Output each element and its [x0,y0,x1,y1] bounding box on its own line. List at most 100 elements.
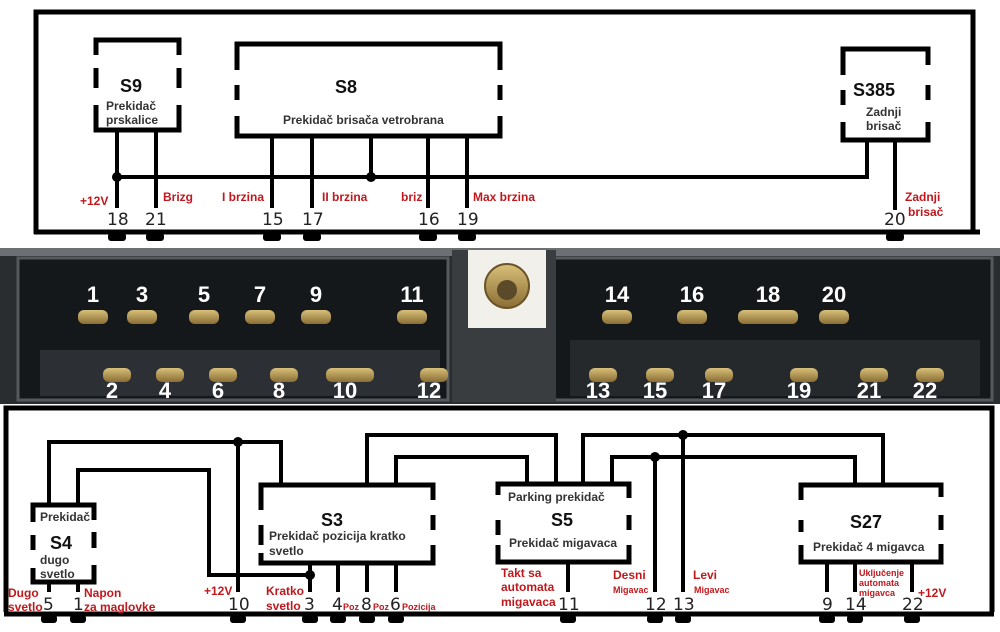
pin-number: 14 [845,595,867,615]
bottom-panel: Prekidač S4 dugo svetlo S3 Prekidač pozi… [3,405,995,623]
pin-number: 13 [673,595,695,615]
component-desc-line: prskalice [106,113,158,127]
terminal-icon [819,615,835,623]
component-desc-top: Prekidač [40,510,90,524]
connector-pin [326,368,374,382]
signal-label: Uključenje [859,568,904,578]
pin-number: 6 [390,595,401,615]
component-s5: Parking prekidač S5 Prekidač migavaca [495,481,632,565]
connector-pin [602,310,632,324]
connector-pin [738,310,798,324]
terminal-icon [302,615,318,623]
signal-label: Kratko [266,584,304,598]
connector-pin [790,368,818,382]
connector-pin [209,368,237,382]
signal-label: brisač [908,205,944,219]
connector-pin-label: 16 [680,282,704,307]
terminal-icon [330,615,346,623]
connector-pin [127,310,157,324]
signal-label: Desni [613,568,646,582]
connector-pin [589,368,617,382]
signal-label: svetlo [266,599,301,613]
connector-pin-label: 21 [857,378,881,403]
terminal-icon [847,615,863,623]
signal-label: migavaca [501,595,556,609]
connector-pin-label: 18 [756,282,780,307]
connector-pin [397,310,427,324]
signal-label: +12V [918,586,946,600]
component-desc-line: Prekidač pozicija kratko [269,529,406,543]
connector-pin [705,368,733,382]
bottom-wires [47,430,914,592]
signal-label: briz [401,190,422,204]
terminal-icon [303,233,321,241]
connector-pin-label: 9 [310,282,322,307]
connector-pin-label: 11 [400,282,423,307]
signal-label: +12V [204,584,232,598]
component-desc-line: Prekidač brisača vetrobrana [283,113,444,127]
signal-label: Zadnji [905,190,940,204]
component-id: S3 [321,510,343,530]
connector-pin-label: 12 [417,378,441,403]
pin-number: 20 [884,210,906,230]
terminal-icon [560,615,576,623]
component-s27: S27 Prekidač 4 migavca [798,482,944,565]
connector-pin-label: 8 [273,378,285,403]
signal-label: za maglovke [84,600,156,614]
terminal-icon [70,615,86,623]
pin-number: 1 [73,595,84,615]
signal-label: Migavac [694,585,730,595]
signal-label: Pozicija [402,602,437,612]
signal-label: Poz [343,602,360,612]
pin-number: 8 [361,595,372,615]
component-desc-line: Prekidač migavaca [509,536,617,550]
component-id: S27 [850,512,882,532]
component-desc-line: Prekidač [106,99,156,113]
connector-pin [819,310,849,324]
top-panel: S9 Prekidač prskalice S8 Prekidač brisač… [33,9,980,241]
signal-label: automata [859,578,900,588]
terminal-icon [263,233,281,241]
bottom-terminals [41,615,920,623]
connector-pin-label: 17 [702,378,726,403]
pin-number: 22 [902,595,924,615]
terminal-icon [41,615,57,623]
pin-number: 17 [302,210,324,230]
connector-pin [677,310,707,324]
pin-number: 11 [558,595,580,615]
terminal-icon [419,233,437,241]
terminal-icon [359,615,375,623]
signal-label: Napon [84,586,121,600]
pin-number: 10 [228,595,250,615]
connector-pin [103,368,131,382]
signal-label: automata [501,580,555,594]
component-desc-top: Parking prekidač [508,490,605,504]
component-desc-line: svetlo [269,544,304,558]
connector-pin-label: 3 [136,282,148,307]
pin-number: 18 [107,210,129,230]
top-panel-frame [33,9,976,234]
signal-label: II brzina [322,190,368,204]
signal-label: +12V [80,194,108,208]
component-desc-line: Prekidač 4 migavca [813,540,925,554]
connector-pin-label: 15 [643,378,667,403]
connector-pin [860,368,888,382]
connector-pin-label: 7 [254,282,266,307]
connector-pin-label: 13 [586,378,610,403]
connector-pin [78,310,108,324]
terminal-icon [886,233,904,241]
connector-pin-label: 1 [87,282,99,307]
terminal-icon [904,615,920,623]
terminal-icon [675,615,691,623]
signal-label: svetlo [8,600,43,614]
connector-pins [78,310,944,382]
component-s8: S8 Prekidač brisača vetrobrana [234,41,503,139]
terminal-icon [108,233,126,241]
pin-number: 19 [457,210,479,230]
connector-pin [420,368,448,382]
connector-pin-label: 19 [787,378,811,403]
signal-label: Takt sa [501,566,542,580]
pin-number: 21 [145,210,167,230]
